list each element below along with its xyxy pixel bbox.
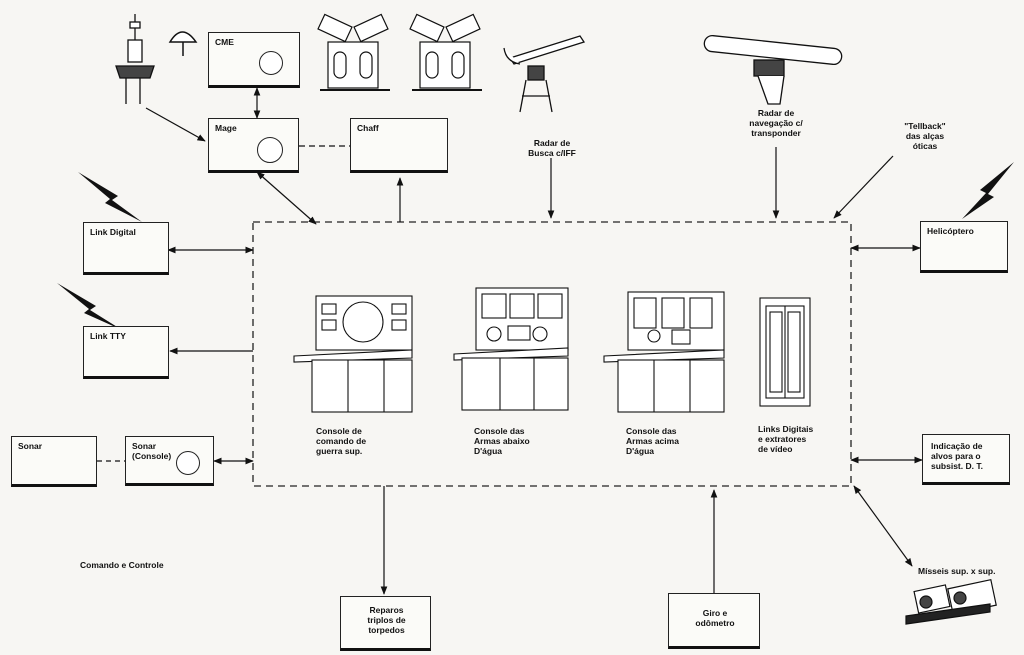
link-digital-label: Link Digital [90,227,136,237]
missile-launcher-icon [905,578,997,625]
link-digital-box: Link Digital [83,222,169,275]
tellback-label: "Tellback" das alças óticas [904,121,946,151]
giro-label: Giro e odômetro [695,608,735,628]
link-tty-box: Link TTY [83,326,169,379]
chaff-box: Chaff [350,118,448,173]
connector-mast-mage [145,107,206,142]
sonar-label: Sonar [18,441,43,451]
console-guerra-label: Console de comando de guerra sup. [316,426,367,456]
navigation-radar-icon [703,34,843,105]
reparos-box: Reparos triplos de torpedos [340,596,431,651]
console-armas-abaixo-label: Console das Armas abaixo D'água [474,426,530,456]
connector-tellback-center [833,155,894,219]
giro-box: Giro e odômetro [668,593,760,649]
link-tty-label: Link TTY [90,331,126,341]
comando-controle-label: Comando e Controle [80,560,164,570]
indicacao-box: Indicação de alvos para o subsist. D. T. [922,434,1010,485]
connector-center-misseis [853,485,913,567]
mage-box: Mage [208,118,299,173]
chaff-launcher-icon [409,13,482,91]
sonar-console-box: Sonar (Console) [125,436,214,486]
radar-navegacao-label: Radar de navegação c/ transponder [749,108,803,138]
connector-mage-center [256,171,317,225]
cme-indicator-icon [259,51,283,75]
links-digitais-label: Links Digitais e extratores de vídeo [758,424,814,454]
console-guerra-icon [293,295,413,413]
search-radar-icon [503,35,586,113]
sonar-console-label: Sonar (Console) [132,441,172,461]
chaff-label: Chaff [357,123,379,133]
radar-busca-label: Radar de Busca c/IFF [528,138,576,158]
dome-antenna-icon [168,31,198,56]
helicoptero-box: Helicóptero [920,221,1008,273]
chaff-launcher-icon [317,13,390,91]
cme-label: CME [215,37,234,47]
sonar-box: Sonar [11,436,97,487]
indicacao-label: Indicação de alvos para o subsist. D. T. [931,441,983,471]
lightning-link-tty-icon [57,283,122,330]
cme-box: CME [208,32,300,88]
sonar-console-indicator-icon [176,451,200,475]
console-armas-acima-icon [603,291,725,413]
console-armas-acima-label: Console das Armas acima D'água [626,426,679,456]
helicoptero-label: Helicóptero [927,226,974,236]
reparos-label: Reparos triplos de torpedos [367,605,406,635]
lightning-link-digital-icon [78,172,142,222]
lightning-helicoptero-icon [962,162,1014,219]
console-armas-abaixo-icon [453,287,569,411]
antenna-mast-icon [115,14,155,104]
misseis-label: Mísseis sup. x sup. [918,566,996,576]
mage-indicator-icon [257,137,283,163]
links-cabinet-icon [759,297,811,407]
mage-label: Mage [215,123,237,133]
